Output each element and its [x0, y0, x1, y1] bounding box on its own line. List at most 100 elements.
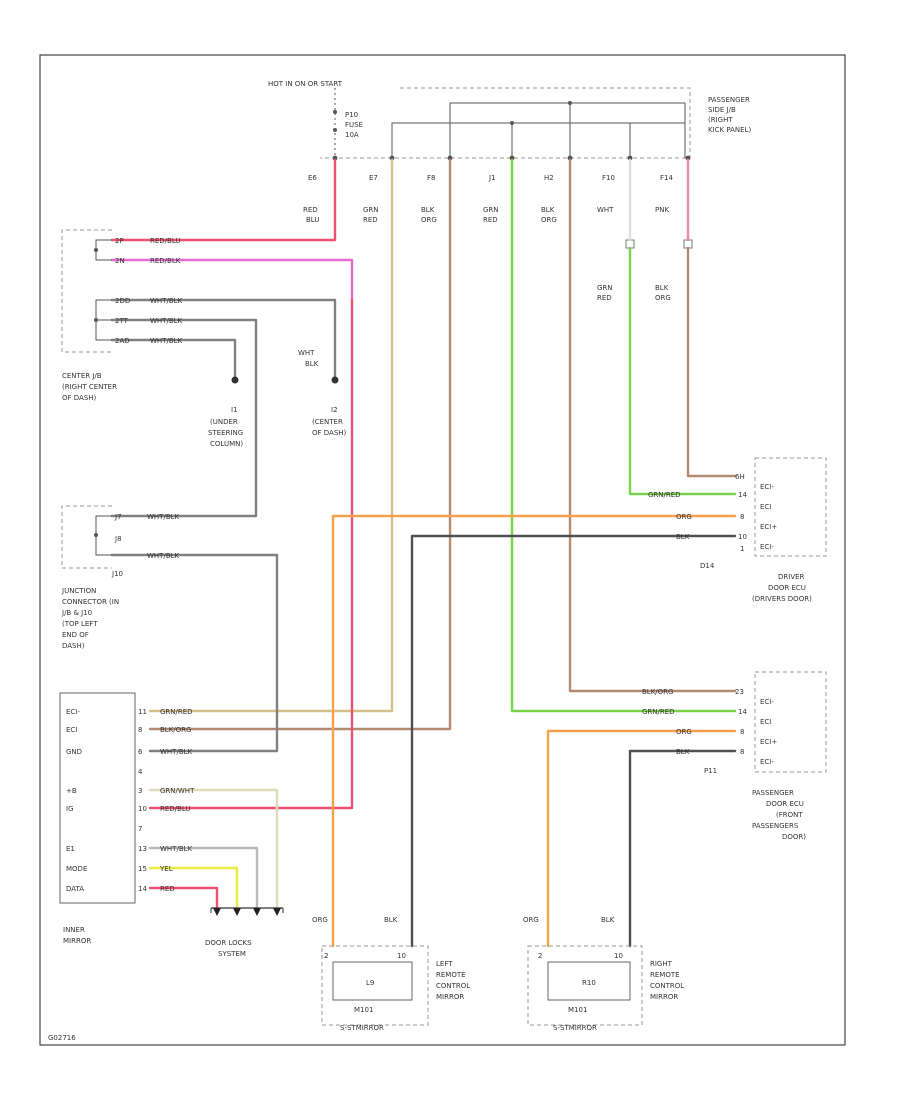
- wire-color-label: WHT/BLK: [150, 297, 183, 305]
- connector-id: J10: [111, 570, 123, 578]
- pin-label: 14: [738, 708, 747, 716]
- ground-name: I1: [231, 406, 238, 414]
- pin-label: 10: [738, 533, 747, 541]
- ground-text: OF DASH): [312, 429, 347, 437]
- wire-org-right: [546, 729, 737, 948]
- caption-line: PASSENGERS: [752, 822, 799, 830]
- wire-color-label: BLK: [421, 206, 435, 214]
- wires: [110, 158, 737, 948]
- diagram-frame: [39, 54, 846, 1046]
- wire-color-label: BLK/ORG: [160, 726, 191, 734]
- wire-color-label: RED: [363, 216, 378, 224]
- ground-i2-symbol: [331, 376, 339, 384]
- wire-color-label: RED: [160, 885, 175, 893]
- ground-text: COLUMN): [210, 440, 243, 448]
- caption-line: REMOTE: [436, 971, 466, 979]
- wire-color-label: ORG: [676, 513, 692, 521]
- terminal-dot: [567, 155, 573, 161]
- pin-label: 6H: [735, 473, 745, 481]
- caption-line: (RIGHT CENTER: [62, 383, 117, 391]
- mirror-pin-number: 4: [138, 768, 143, 776]
- wire-org-left: [331, 514, 737, 948]
- mirror-pin-number: 11: [138, 708, 147, 716]
- footer-code: G02716: [48, 1034, 76, 1042]
- junction-connector: J7 J8 WHT/BLK WHT/BLK J10 JUNCTION CONNE…: [61, 505, 180, 650]
- wire-color-label: GRN/WHT: [160, 787, 195, 795]
- wire-color-label: WHT/BLK: [147, 513, 180, 521]
- left-mirror-motor: [332, 961, 413, 1001]
- wire-color-label: ORG: [655, 294, 671, 302]
- left-mirror-outline: [321, 945, 429, 1026]
- pin-label: H2: [544, 174, 554, 182]
- wire-red-doorlock: [148, 886, 219, 910]
- panel-line: (RIGHT: [708, 116, 733, 124]
- ground-text: (CENTER: [312, 418, 343, 426]
- wire-red-blk-pink: [110, 258, 354, 302]
- wire-color-label: WHT/BLK: [160, 748, 193, 756]
- wire-color-label: GRN/RED: [642, 708, 675, 716]
- right-mirror-motor: [547, 961, 631, 1001]
- wire-red-blu: [110, 158, 337, 242]
- mirror-pin-number: 3: [138, 787, 142, 795]
- pin-label: 23: [735, 688, 744, 696]
- mirror-terminal-label: MODE: [66, 865, 87, 873]
- mirror-pin-number: 6: [138, 748, 143, 756]
- connector-code: S-STMIRROR: [553, 1024, 597, 1032]
- bus-splice: [568, 101, 572, 105]
- terminal-label: ECI: [760, 718, 771, 726]
- passenger-jb-outline: [320, 87, 691, 159]
- wire-color-label: RED: [303, 206, 318, 214]
- wire-color-label: ORG: [523, 916, 539, 924]
- pin-label: 10: [397, 952, 406, 960]
- wire-wht-blk-doorlock: [148, 846, 259, 910]
- wire-grn-wht: [148, 788, 279, 910]
- mirror-terminal-label: DATA: [66, 885, 84, 893]
- pin-label: 1: [740, 545, 744, 553]
- connector-arrow: [213, 908, 221, 916]
- caption-line: DOOR): [782, 833, 806, 841]
- caption-line: END OF: [62, 631, 89, 639]
- terminal-label: ECI+: [760, 738, 777, 746]
- door-lock-system: DOOR LOCKS SYSTEM: [205, 907, 284, 958]
- caption-line: CENTER J/B: [62, 372, 102, 380]
- terminal-label: ECI: [760, 503, 771, 511]
- splice-dot: [94, 533, 98, 537]
- wire-color-label: WHT/BLK: [150, 337, 183, 345]
- wire-color-label: GRN/RED: [160, 708, 193, 716]
- pin-label: F10: [602, 174, 615, 182]
- wire-color-label: ORG: [676, 728, 692, 736]
- connector-arrow: [253, 908, 261, 916]
- internal-bus: [391, 102, 686, 158]
- wire-color-label: RED: [483, 216, 498, 224]
- center-jb: 2P 2N 2DD 2TT 2AD RED/BLU RED/BLK WHT/BL…: [61, 229, 183, 402]
- caption-line: (FRONT: [776, 811, 803, 819]
- left-remote-mirror: ORG BLK 2 10 L9 M101 S-STMIRROR LEFT REM…: [312, 916, 470, 1032]
- caption-line: INNER: [63, 926, 85, 934]
- caption-line: RIGHT: [650, 960, 673, 968]
- pin-label: F14: [660, 174, 673, 182]
- wire-wht-blk-ground1: [110, 338, 237, 382]
- terminal-dot: [389, 155, 395, 161]
- terminal-dot: [332, 155, 338, 161]
- caption-line: PASSENGER: [752, 789, 794, 797]
- mirror-pin-number: 14: [138, 885, 147, 893]
- pin-label: J8: [114, 535, 122, 543]
- wire-blk-org-mirror: [148, 158, 452, 731]
- mirror-pin-number: 8: [138, 726, 142, 734]
- junction-internal: [95, 515, 112, 556]
- panel-line: KICK PANEL): [708, 126, 751, 134]
- wire-red-blu-mirror: [148, 298, 354, 810]
- wire-color-label: GRN: [483, 206, 499, 214]
- mirror-pin-number: 7: [138, 825, 142, 833]
- wire-color-label: RED/BLU: [160, 805, 191, 813]
- mirror-terminal-label: ECI-: [66, 708, 80, 716]
- pin-label: E6: [308, 174, 317, 182]
- terminal-label: ECI-: [760, 758, 774, 766]
- pin-label: J7: [114, 513, 122, 521]
- caption-line: REMOTE: [650, 971, 680, 979]
- wire-color-label: RED/BLU: [150, 237, 181, 245]
- passenger-ecu-outline: [754, 671, 827, 773]
- pin-label: 2TT: [115, 317, 129, 325]
